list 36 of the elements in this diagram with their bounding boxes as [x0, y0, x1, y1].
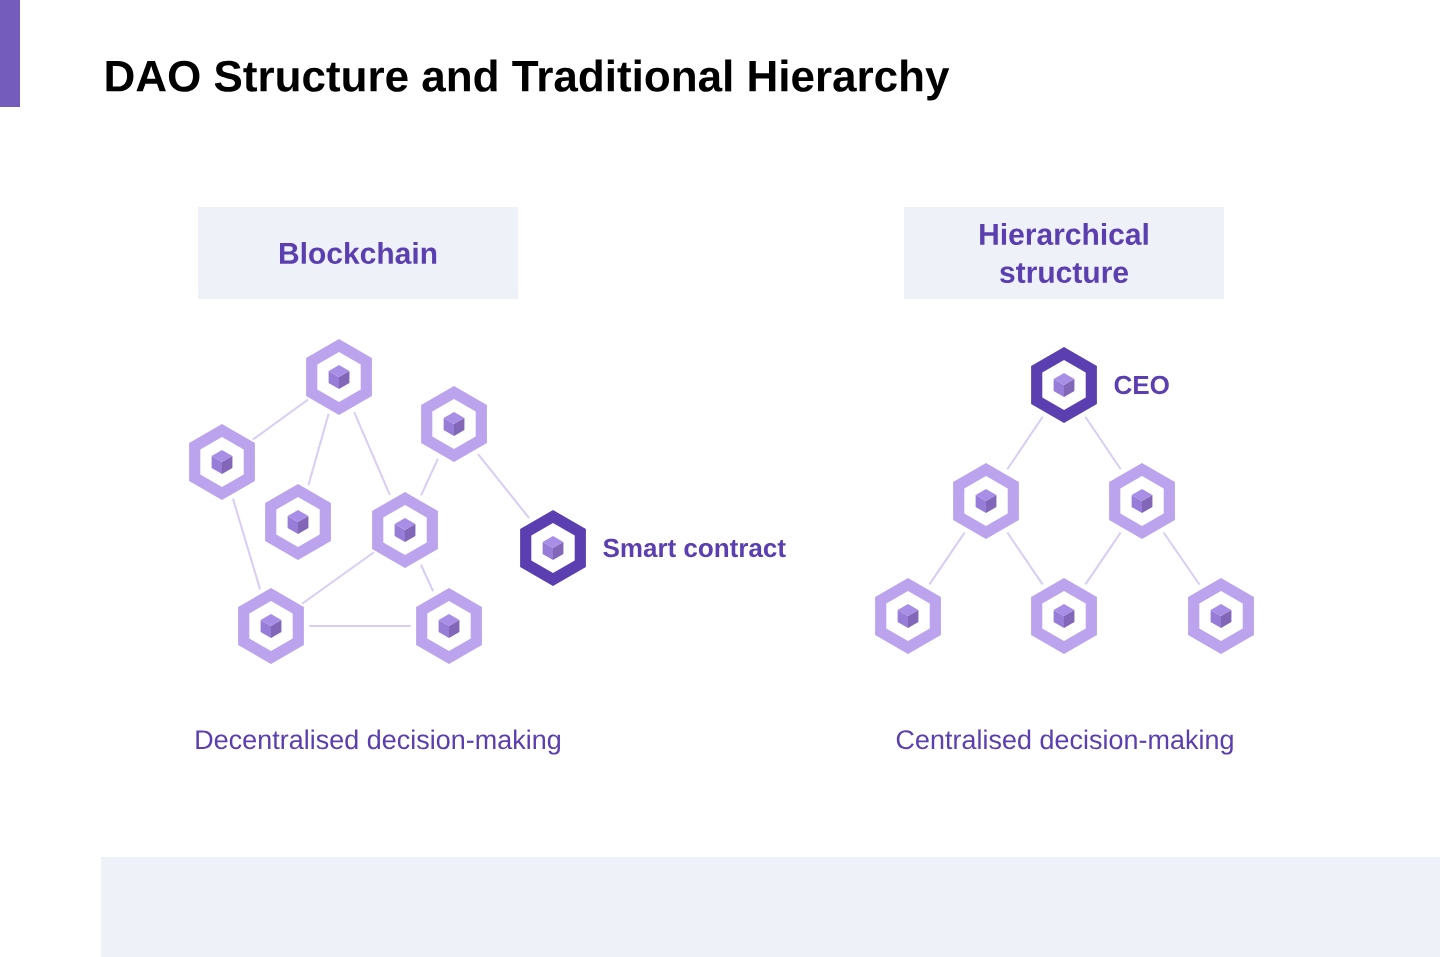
hexagon-node — [1109, 463, 1175, 539]
connector-line — [307, 412, 330, 487]
connector-line — [1162, 531, 1201, 586]
connector-line — [1006, 415, 1044, 471]
hexagon-node — [953, 463, 1019, 539]
hexagon-node — [238, 588, 304, 664]
hexagon-node — [875, 578, 941, 654]
connector-line — [353, 411, 391, 496]
connector-line — [301, 551, 375, 605]
hexagon-node — [416, 588, 482, 664]
caption-text: Decentralised decision-making — [196, 729, 560, 755]
hexagon-node — [265, 484, 331, 560]
connector-line — [419, 563, 435, 593]
connector-line — [420, 457, 439, 497]
connector-line — [251, 398, 310, 441]
connector-line — [476, 452, 531, 520]
hexagon-node — [189, 424, 255, 500]
hexagon-node — [372, 492, 438, 568]
connector-line — [231, 497, 262, 591]
connector-line — [1084, 531, 1122, 586]
heading-box: Hierarchical structure — [904, 207, 1224, 299]
hexagon-node — [1031, 347, 1097, 423]
connector-line — [928, 531, 966, 586]
connector-line — [308, 625, 412, 627]
hexagon-node — [1188, 578, 1254, 654]
beside-label: CEO — [1114, 375, 1169, 395]
heading-box: Blockchain — [198, 207, 518, 299]
hexagon-node — [421, 386, 487, 462]
caption-text: Centralised decision-making — [896, 729, 1233, 755]
beside-label: Smart contract — [603, 538, 786, 558]
connector-line — [1006, 531, 1044, 586]
hexagon-node — [1031, 578, 1097, 654]
title: DAO Structure and Traditional Hierarchy — [106, 59, 950, 101]
hexagon-node — [520, 510, 586, 586]
hexagon-node — [306, 339, 372, 415]
connector-line — [1084, 415, 1122, 471]
